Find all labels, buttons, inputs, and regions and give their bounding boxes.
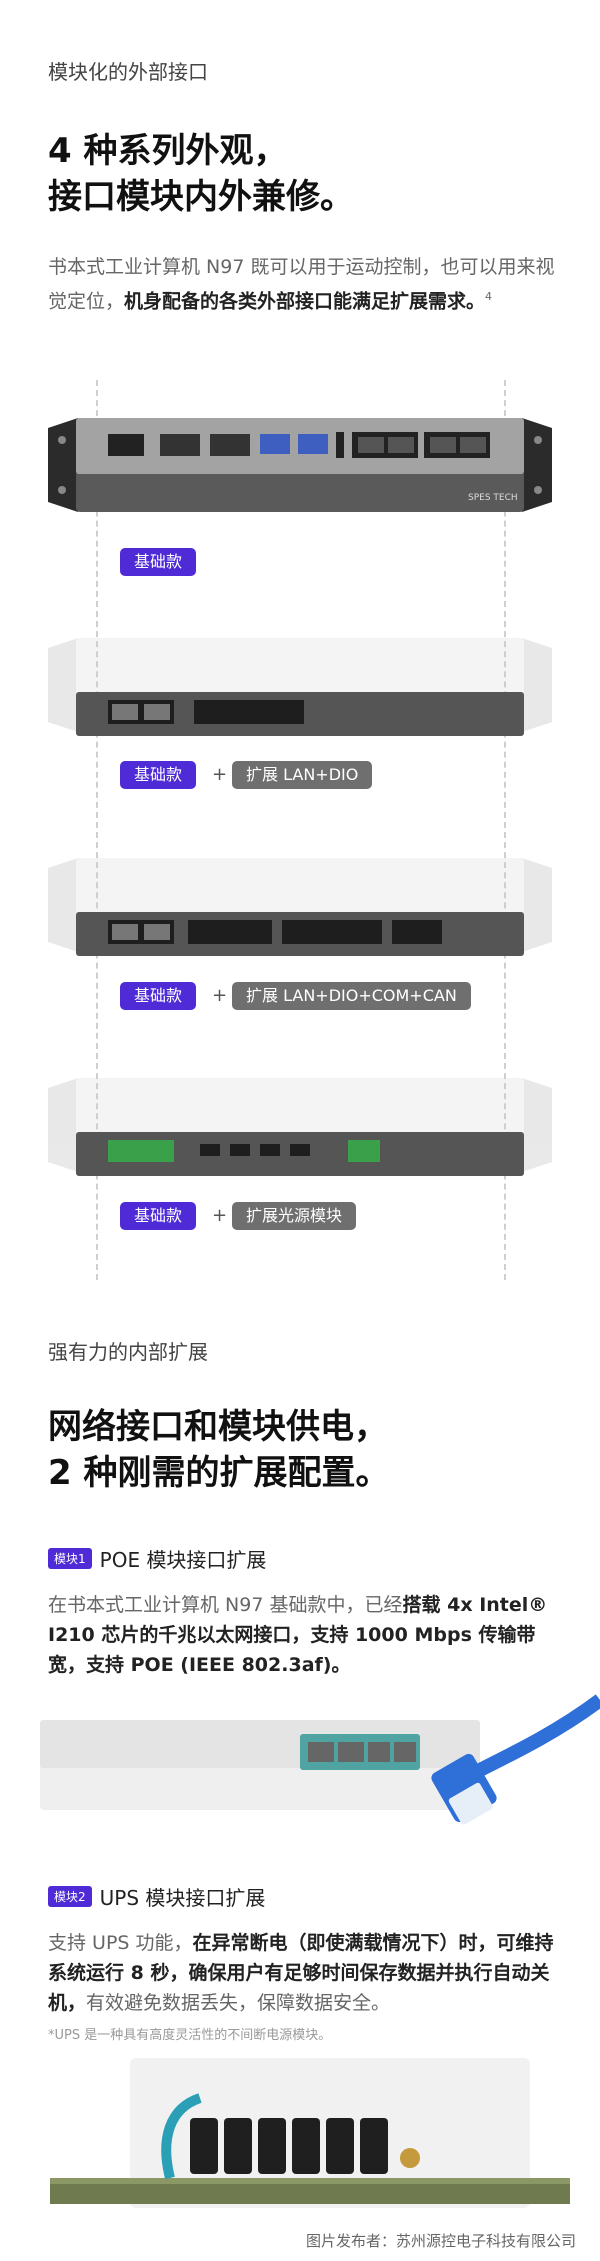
base-badge-3: 基础款 [120, 982, 197, 1010]
image-credit: 图片发布者：苏州源控电子科技有限公司 [305, 2232, 576, 2250]
headline-line-2: 接口模块内外兼修。 [48, 177, 354, 217]
intro-text-bold: 机身配备的各类外部接口能满足扩展需求。 [124, 290, 486, 313]
module2-title-text: UPS 模块接口扩展 [99, 1886, 266, 1910]
module2-title: 模块2 UPS 模块接口扩展 [48, 1882, 265, 1911]
module2-tag: 模块2 [48, 1886, 92, 1907]
guide-line-left [96, 380, 98, 1280]
module1-text-plain: 在书本式工业计算机 N97 基础款中，已经 [48, 1594, 403, 1616]
headline-internal-line-2: 2 种刚需的扩展配置。 [48, 1453, 390, 1493]
module2-text-bold: 在异常断电（即使满载情况下）时，可维持系统运行 8 秒，确保用户有足够时间保存数… [48, 1932, 554, 2014]
ext-badge-lan-dio: 扩展 LAN+DIO [232, 761, 373, 789]
intro-paragraph: 书本式工业计算机 N97 既可以用于运动控制，也可以用来视觉定位，机身配备的各类… [48, 252, 568, 316]
device-lan-dio-com-can [48, 858, 552, 956]
ext-badge-light-source: 扩展光源模块 [232, 1202, 357, 1230]
ext-badge-lan-dio-com-can: 扩展 LAN+DIO+COM+CAN [232, 982, 471, 1010]
device-base-model: SPES TECH [48, 418, 552, 512]
headline-external: 4 种系列外观， 接口模块内外兼修。 [48, 128, 354, 220]
device-light-source [48, 1078, 552, 1176]
device-brand-label: SPES TECH [468, 493, 518, 503]
device-lan-dio [48, 638, 552, 736]
guide-line-right [504, 380, 506, 1280]
section-label-external: 模块化的外部接口 [48, 60, 208, 84]
module2-text-plain-1: 支持 UPS 功能， [48, 1932, 193, 1954]
plus-sign-4: + [212, 1205, 228, 1226]
module1-title: 模块1 POE 模块接口扩展 [48, 1544, 266, 1573]
footnote-marker: 4 [485, 290, 493, 303]
headline-internal: 网络接口和模块供电， 2 种刚需的扩展配置。 [48, 1404, 390, 1496]
module2-text-plain-2: 有效避免数据丢失，保障数据安全。 [86, 1992, 391, 2014]
module1-tag: 模块1 [48, 1548, 92, 1569]
module1-text-bold: 搭载 4x Intel® I210 芯片的千兆以太网接口，支持 1000 Mbp… [48, 1594, 548, 1676]
plus-sign-3: + [212, 985, 228, 1006]
section-label-internal: 强有力的内部扩展 [48, 1340, 208, 1364]
headline-internal-line-1: 网络接口和模块供电， [48, 1407, 388, 1447]
ups-footnote: *UPS 是一种具有高度灵活性的不间断电源模块。 [48, 2028, 332, 2043]
ups-module-illustration [50, 2058, 570, 2208]
poe-device-illustration [40, 1694, 600, 1825]
plus-sign-2: + [212, 764, 228, 785]
intro-text-plain: 书本式工业计算机 N97 既可以用于运动控制，也可以用来视觉定位， [48, 256, 555, 313]
base-badge-2: 基础款 [120, 761, 197, 789]
module1-paragraph: 在书本式工业计算机 N97 基础款中，已经搭载 4x Intel® I210 芯… [48, 1590, 568, 1680]
headline-line-1: 4 种系列外观， [48, 131, 288, 171]
module1-title-text: POE 模块接口扩展 [99, 1548, 267, 1572]
base-badge-4: 基础款 [120, 1202, 197, 1230]
base-badge-1: 基础款 [120, 548, 197, 576]
module2-paragraph: 支持 UPS 功能，在异常断电（即使满载情况下）时，可维持系统运行 8 秒，确保… [48, 1928, 568, 2018]
